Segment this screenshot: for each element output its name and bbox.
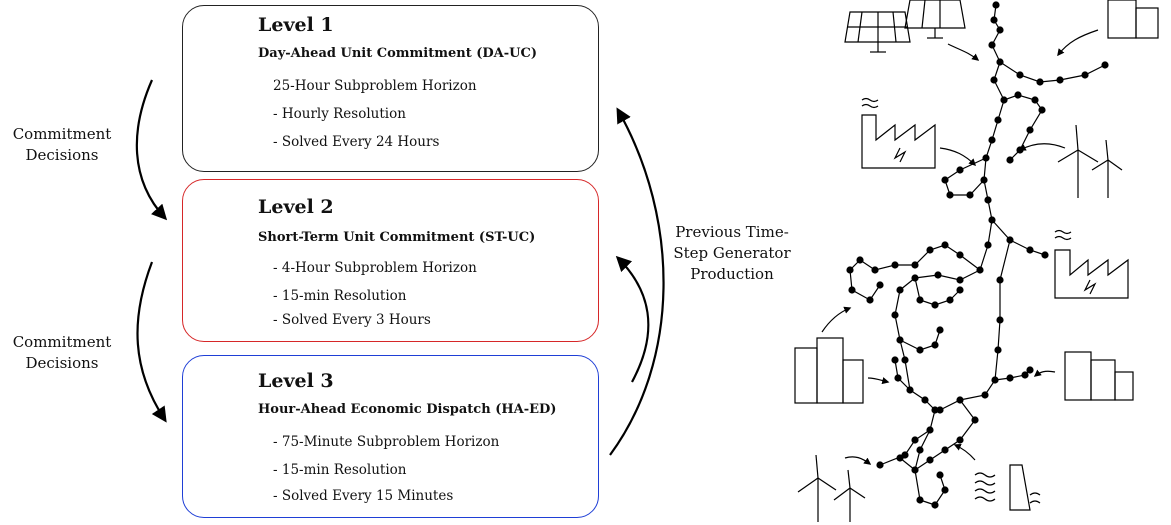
arrow-level1-to-level2: [135, 79, 168, 221]
hydro-dam-icon: [974, 464, 1041, 511]
level-2-box: Level 2 Short-Term Unit Commitment (ST-U…: [182, 179, 599, 342]
solar-panels-icon: [844, 0, 966, 53]
label-line: Production: [690, 265, 774, 283]
production-label: Previous Time- Step Generator Production: [664, 222, 800, 285]
arrow-level3-to-level1: [609, 107, 665, 456]
level-1-item: - Solved Every 24 Hours: [273, 134, 440, 150]
label-line: Commitment: [12, 333, 112, 351]
level-2-subtitle: Short-Term Unit Commitment (ST-UC): [258, 230, 536, 245]
level-3-item: - Solved Every 15 Minutes: [273, 488, 454, 504]
city-buildings-icon: [1107, 0, 1159, 39]
level-3-title: Level 3: [258, 370, 334, 392]
label-line: Previous Time-: [675, 223, 789, 241]
label-line: Commitment: [12, 125, 112, 143]
level-2-item: - Solved Every 3 Hours: [273, 312, 431, 328]
level-3-item: - 75-Minute Subproblem Horizon: [273, 434, 500, 450]
level-1-item: 25-Hour Subproblem Horizon: [273, 78, 477, 94]
level-2-title: Level 2: [258, 196, 334, 218]
level-3-box: Level 3 Hour-Ahead Economic Dispatch (HA…: [182, 355, 599, 518]
level-1-title: Level 1: [258, 14, 334, 36]
commitment-label-bottom: Commitment Decisions: [4, 332, 120, 374]
label-line: Step Generator: [673, 244, 791, 262]
label-line: Decisions: [25, 354, 99, 372]
level-1-subtitle: Day-Ahead Unit Commitment (DA-UC): [258, 46, 537, 61]
commitment-label-top: Commitment Decisions: [4, 124, 120, 166]
arrow-level2-to-level3: [136, 261, 167, 423]
level-1-box: Level 1 Day-Ahead Unit Commitment (DA-UC…: [182, 5, 599, 172]
level-2-item: - 4-Hour Subproblem Horizon: [273, 260, 477, 276]
city-buildings-icon: [1064, 351, 1134, 401]
factory-icon: [861, 97, 936, 169]
city-buildings-icon: [794, 337, 864, 404]
level-3-item: - 15-min Resolution: [273, 462, 407, 478]
label-line: Decisions: [25, 146, 99, 164]
arrow-level3-to-level2: [615, 255, 650, 383]
wind-turbine-icon: [797, 454, 866, 522]
factory-icon: [1054, 229, 1129, 299]
level-3-subtitle: Hour-Ahead Economic Dispatch (HA-ED): [258, 402, 557, 417]
level-1-item: - Hourly Resolution: [273, 106, 406, 122]
wind-turbine-icon: [1057, 124, 1123, 198]
level-2-item: - 15-min Resolution: [273, 288, 407, 304]
